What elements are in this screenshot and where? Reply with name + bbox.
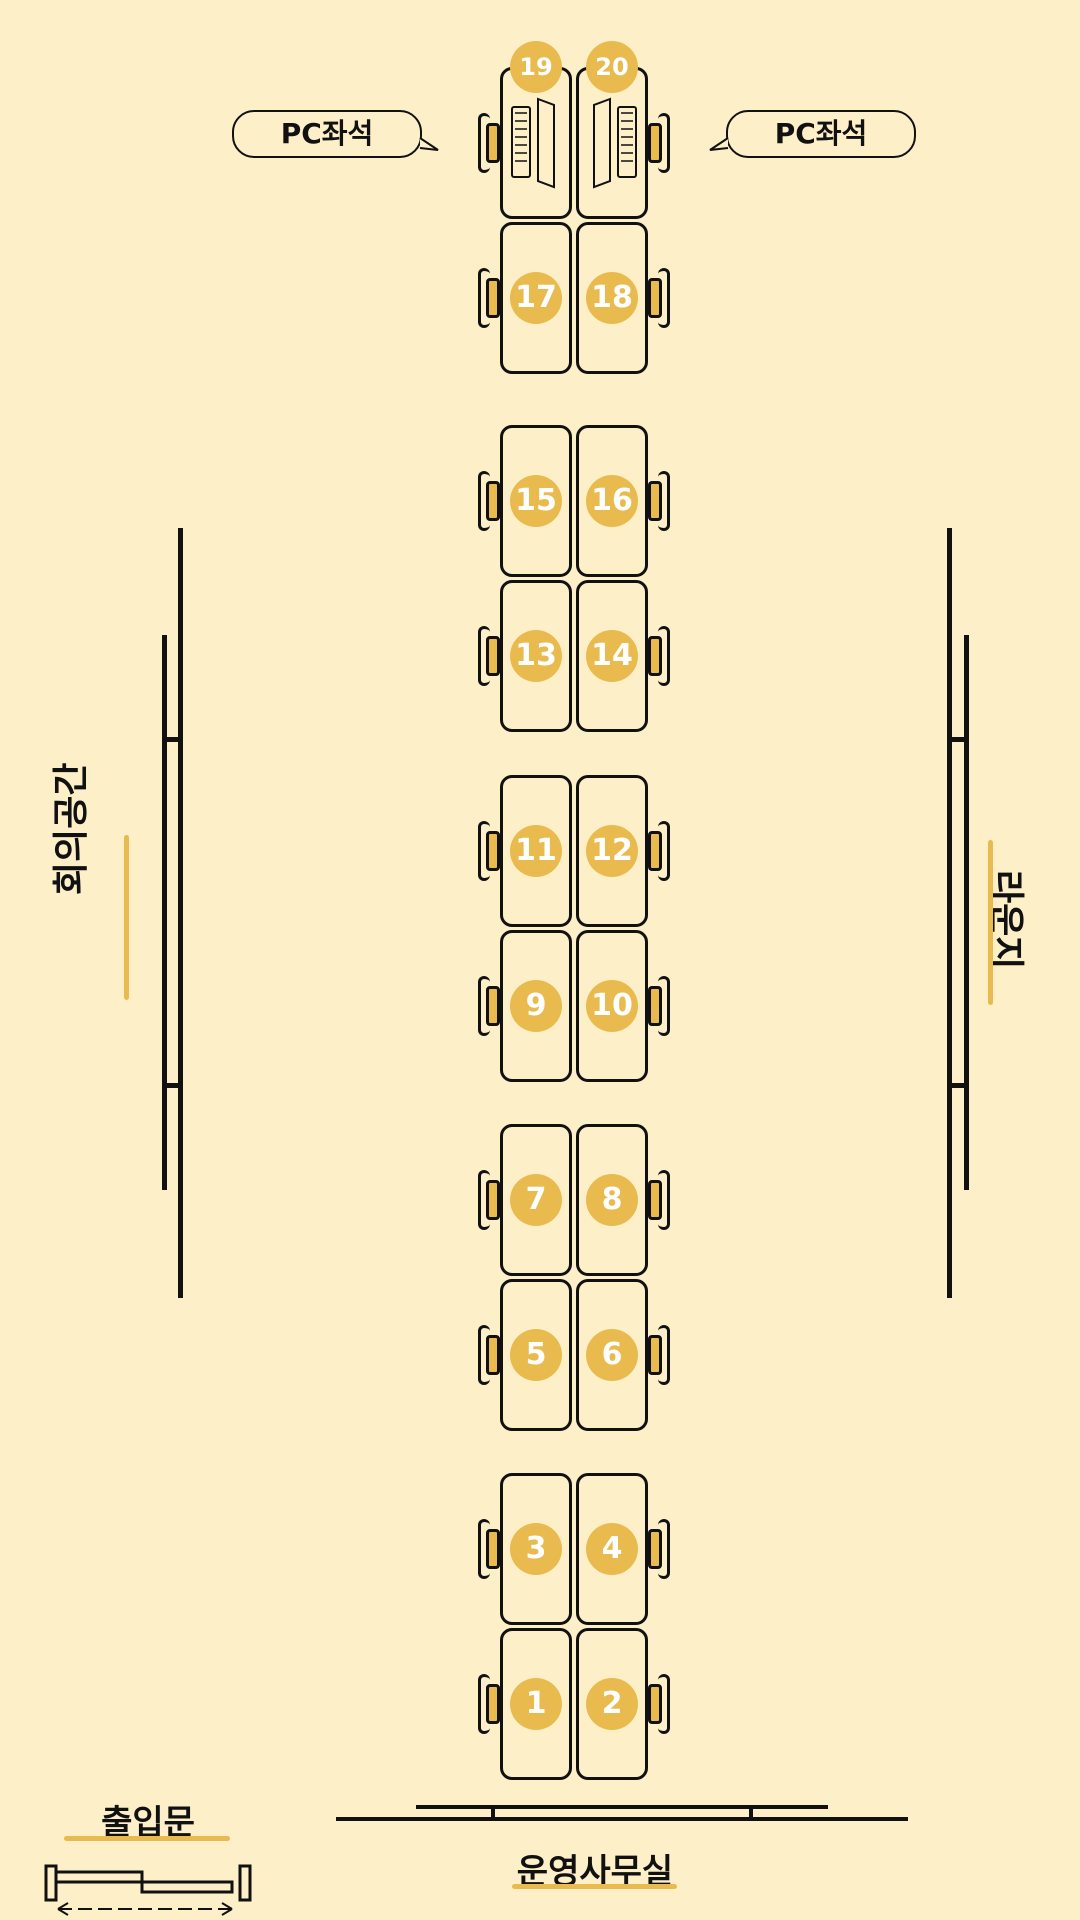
seat-number-1: 1 xyxy=(510,1678,562,1730)
office-wall-post-left xyxy=(491,1805,495,1819)
seat-number-2: 2 xyxy=(586,1678,638,1730)
entrance-door-icon xyxy=(44,1864,252,1916)
computer-icon xyxy=(511,97,555,189)
chair-icon xyxy=(648,626,670,686)
seat-number-9: 9 xyxy=(510,980,562,1032)
seat-number-20: 20 xyxy=(586,41,638,93)
lounge-underline xyxy=(988,840,993,1005)
chair-icon xyxy=(478,113,500,173)
chair-icon xyxy=(478,976,500,1036)
lounge-wall-joint-top xyxy=(947,737,969,742)
chair-icon xyxy=(648,976,670,1036)
office-underline xyxy=(512,1884,677,1889)
seat-number-16: 16 xyxy=(586,475,638,527)
pc-seat-label-left: PC좌석 xyxy=(232,110,422,158)
seat-number-15: 15 xyxy=(510,475,562,527)
chair-icon xyxy=(648,113,670,173)
seat-number-14: 14 xyxy=(586,630,638,682)
seat-number-19: 19 xyxy=(510,41,562,93)
chair-icon xyxy=(648,1674,670,1734)
chair-icon xyxy=(648,1325,670,1385)
chair-icon xyxy=(648,1519,670,1579)
chair-icon xyxy=(478,1519,500,1579)
meeting-space-wall-inner xyxy=(162,635,167,1190)
chair-icon xyxy=(478,1674,500,1734)
chair-icon xyxy=(648,821,670,881)
seat-number-18: 18 xyxy=(586,272,638,324)
speech-tail-left-icon xyxy=(419,137,439,151)
lounge-wall-outer xyxy=(947,528,952,1298)
meeting-space-wall-joint-bottom xyxy=(162,1083,183,1088)
seat-number-4: 4 xyxy=(586,1523,638,1575)
chair-icon xyxy=(648,471,670,531)
seat-number-8: 8 xyxy=(586,1174,638,1226)
seat-number-6: 6 xyxy=(586,1329,638,1381)
pc-seat-label-right: PC좌석 xyxy=(726,110,916,158)
seat-number-10: 10 xyxy=(586,980,638,1032)
seat-number-7: 7 xyxy=(510,1174,562,1226)
office-wall-top xyxy=(416,1805,828,1809)
seat-number-17: 17 xyxy=(510,272,562,324)
meeting-space-wall-outer xyxy=(178,528,183,1298)
seat-number-12: 12 xyxy=(586,825,638,877)
speech-tail-right-icon xyxy=(709,137,729,151)
seat-number-13: 13 xyxy=(510,630,562,682)
lounge-wall-joint-bottom xyxy=(947,1083,969,1088)
meeting-space-label: 회의공간 xyxy=(51,762,92,895)
computer-icon xyxy=(593,97,637,189)
chair-icon xyxy=(478,1170,500,1230)
entrance-underline xyxy=(64,1836,230,1841)
seat-number-3: 3 xyxy=(510,1523,562,1575)
seat-number-11: 11 xyxy=(510,825,562,877)
meeting-space-underline xyxy=(124,835,129,1000)
chair-icon xyxy=(648,268,670,328)
office-wall-post-right xyxy=(749,1805,753,1819)
chair-icon xyxy=(478,626,500,686)
office-wall-bottom xyxy=(336,1817,908,1821)
chair-icon xyxy=(478,1325,500,1385)
lounge-wall-inner xyxy=(964,635,969,1190)
seat-number-5: 5 xyxy=(510,1329,562,1381)
chair-icon xyxy=(478,471,500,531)
chair-icon xyxy=(478,821,500,881)
chair-icon xyxy=(478,268,500,328)
meeting-space-wall-joint-top xyxy=(162,737,183,742)
chair-icon xyxy=(648,1170,670,1230)
